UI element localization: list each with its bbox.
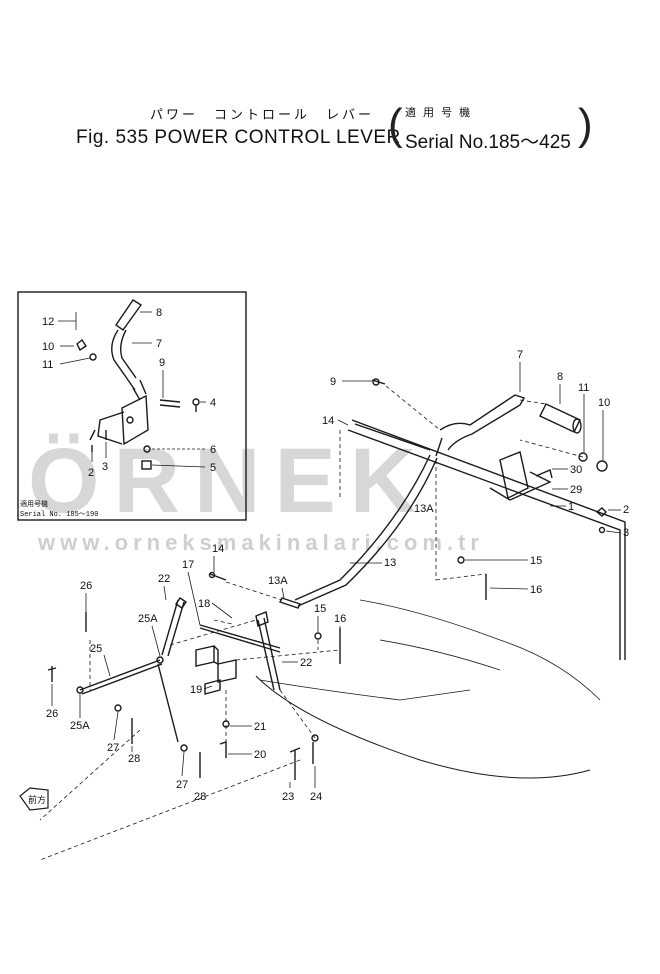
front-mark: 前方 bbox=[28, 794, 46, 805]
part-label: 4 bbox=[210, 397, 216, 409]
part-label: 16 bbox=[530, 584, 542, 596]
part-label: 28 bbox=[128, 753, 140, 765]
close-paren: ) bbox=[578, 100, 593, 149]
title-japanese-serial: 適 用 号 機 bbox=[405, 107, 473, 119]
open-paren: ( bbox=[388, 100, 403, 149]
part-label: 3 bbox=[102, 461, 108, 473]
part-label: 20 bbox=[254, 749, 266, 761]
part-label: 25 bbox=[90, 643, 102, 655]
part-label: 15 bbox=[314, 603, 326, 615]
part-label: 10 bbox=[42, 341, 54, 353]
part-label: 13A bbox=[268, 575, 288, 587]
part-labels: 12 10 11 8 7 9 4 6 5 2 3 7 9 8 11 10 14 … bbox=[42, 307, 629, 803]
part-label: 28 bbox=[194, 791, 206, 803]
part-label: 5 bbox=[210, 462, 216, 474]
part-label: 12 bbox=[42, 316, 54, 328]
part-label: 11 bbox=[578, 382, 589, 394]
part-label: 30 bbox=[570, 464, 582, 476]
inset-lever-assembly bbox=[76, 299, 200, 470]
upper-lever-7 bbox=[439, 394, 526, 451]
knob-8 bbox=[539, 403, 581, 433]
part-label: 21 bbox=[254, 721, 266, 733]
part-label: 17 bbox=[182, 559, 194, 571]
title-japanese: パワー コントロール レバー bbox=[150, 107, 375, 122]
part-label: 3 bbox=[623, 527, 629, 539]
watermark-brand: ÖRNEK bbox=[28, 430, 430, 532]
part-label: 29 bbox=[570, 484, 582, 496]
link-22 bbox=[161, 599, 185, 657]
part-label: 18 bbox=[198, 598, 210, 610]
part-label: 25A bbox=[138, 613, 158, 625]
inset-serial-jp: 適用号機 bbox=[20, 499, 48, 509]
watermark-url: www.orneksmakinalari.com.tr bbox=[37, 530, 484, 555]
part-label: 25A bbox=[70, 720, 90, 732]
front-direction-arrow bbox=[19, 787, 49, 811]
part-label: 24 bbox=[310, 791, 322, 803]
part-label: 27 bbox=[107, 742, 119, 754]
part-label: 7 bbox=[517, 349, 523, 361]
part-label: 9 bbox=[159, 357, 165, 369]
inset-serial: Serial No. 185～190 bbox=[20, 511, 98, 519]
rod-25 bbox=[79, 659, 163, 695]
part-label: 7 bbox=[156, 338, 162, 350]
part-label: 2 bbox=[88, 467, 94, 479]
lever-22 bbox=[257, 617, 281, 691]
part-label: 23 bbox=[282, 791, 294, 803]
part-label: 13 bbox=[384, 557, 396, 569]
part-label: 26 bbox=[80, 580, 92, 592]
part-label: 9 bbox=[330, 376, 336, 388]
lever-rod-13 bbox=[294, 454, 431, 601]
part-label: 8 bbox=[557, 371, 563, 383]
part-label: 27 bbox=[176, 779, 188, 791]
part-label: 22 bbox=[158, 573, 170, 585]
part-label: 8 bbox=[156, 307, 162, 319]
part-label: 14 bbox=[212, 543, 224, 555]
part-label: 15 bbox=[530, 555, 542, 567]
part-label: 2 bbox=[623, 504, 629, 516]
part-label: 22 bbox=[300, 657, 312, 669]
part-label: 11 bbox=[42, 359, 53, 371]
part-label: 13A bbox=[414, 503, 434, 515]
part-label: 1 bbox=[568, 501, 574, 513]
serial-range: Serial No.185～425 bbox=[405, 132, 571, 153]
cross-shaft bbox=[347, 419, 626, 660]
inset-frame bbox=[17, 291, 247, 521]
part-label: 26 bbox=[46, 708, 58, 720]
bracket-29 bbox=[499, 451, 529, 500]
part-label: 16 bbox=[334, 613, 346, 625]
part-label: 6 bbox=[210, 444, 216, 456]
block-19 bbox=[195, 645, 219, 667]
part-label: 14 bbox=[322, 415, 334, 427]
part-label: 10 bbox=[598, 397, 610, 409]
figure-title: Fig. 535 POWER CONTROL LEVER bbox=[76, 127, 401, 148]
part-label: 19 bbox=[190, 684, 202, 696]
